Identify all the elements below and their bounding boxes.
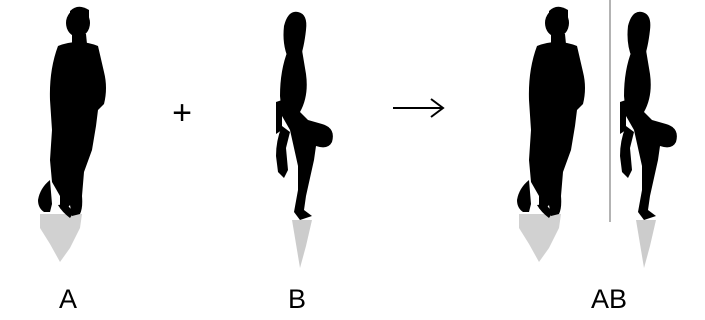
man-reflection-ab [519,214,561,262]
man-silhouette-ab [517,7,585,218]
woman-silhouette-b [276,12,333,220]
label-ab: AB [591,284,627,315]
plus-operator: + [172,94,192,132]
woman-reflection-ab [636,220,656,268]
label-b: B [288,284,306,315]
man-reflection-a [40,214,82,262]
label-a: A [59,284,77,315]
woman-reflection-b [292,220,312,268]
woman-silhouette-ab [620,12,677,220]
arrow-operator [393,99,443,117]
man-silhouette-a [38,7,106,218]
